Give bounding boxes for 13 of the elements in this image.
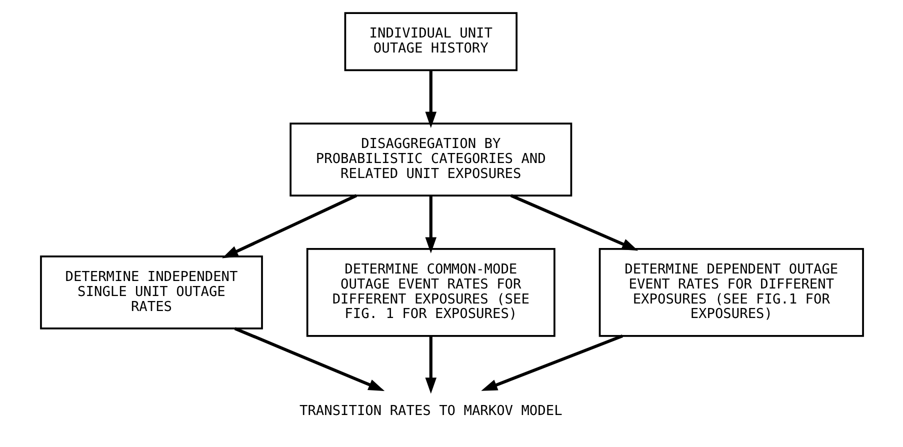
arrow (424, 336, 436, 394)
node-box: DETERMINE DEPENDENT OUTAGE EVENT RATES FOR DIFFERENT EXPOSURES (SEE FIG.1 FOR EXPOSURES) (598, 248, 864, 337)
node-box: DETERMINE COMMON-MODE OUTAGE EVENT RATES FOR DIFFERENT EXPOSURES (SEE FIG. 1 FOR EXPOSURES) (306, 248, 555, 337)
arrow (234, 327, 384, 392)
arrow (480, 334, 623, 391)
arrow (222, 194, 357, 258)
arrow (424, 196, 436, 254)
arrow (424, 70, 436, 128)
node-box: INDIVIDUAL UNIT OUTAGE HISTORY (344, 12, 517, 72)
arrow (510, 194, 638, 251)
node-box: DISAGGREGATION BY PROBABILISTIC CATEGORIES AND RELATED UNIT EXPOSURES (289, 122, 572, 196)
node-text: TRANSITION RATES TO MARKOV MODEL (298, 403, 562, 420)
node-box: DETERMINE INDEPENDENT SINGLE UNIT OUTAGE RATES (40, 255, 262, 330)
